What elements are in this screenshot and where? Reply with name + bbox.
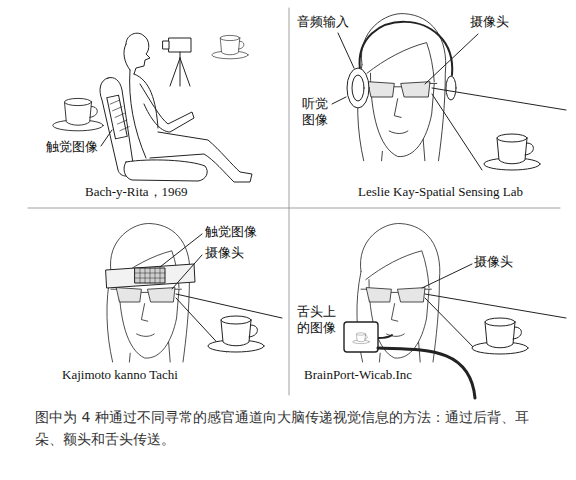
label: 触觉图像 — [46, 139, 98, 155]
headphone-cup — [446, 76, 456, 100]
headphone-band — [360, 22, 453, 75]
label: 摄像头 — [205, 245, 244, 261]
label: 音频输入 — [297, 14, 349, 30]
panel-title: BrainPort-Wicab.Inc — [304, 367, 412, 383]
panel-title: Kajimoto kanno Tachi — [62, 367, 178, 383]
caption: 图中为 4 种通过不同寻常的感官通道向大脑传递视觉信息的方法：通过后背、耳朵、额… — [35, 406, 550, 450]
leader-line — [101, 130, 112, 146]
panel-divider — [289, 8, 290, 395]
panel-title: Leslie Kay-Spatial Sensing Lab — [358, 184, 523, 200]
chair-figure — [100, 33, 252, 182]
panel-title: Bach-y-Rita，1969 — [85, 184, 188, 200]
cup-drawing — [472, 318, 528, 354]
tongue-wire — [378, 335, 392, 338]
label: 舌头上 的图像 — [297, 304, 339, 336]
view-line — [176, 294, 282, 318]
person-head — [124, 44, 130, 70]
view-line — [432, 94, 482, 170]
leader-line — [172, 255, 202, 289]
face-drawing — [107, 223, 190, 362]
chair-seat — [124, 160, 207, 181]
tactile-pad — [107, 95, 127, 139]
view-line — [432, 88, 566, 110]
person-chest — [134, 74, 158, 128]
label: 摄像头 — [470, 14, 509, 30]
tongue-display — [344, 322, 378, 352]
leader-line — [425, 34, 478, 84]
cup-drawing — [208, 316, 264, 352]
camera-body — [169, 38, 191, 52]
leader-line — [422, 264, 472, 288]
person-back — [130, 70, 146, 158]
camera-lens — [163, 41, 169, 49]
headphone-cup — [347, 68, 369, 108]
tactile-display — [135, 268, 165, 283]
person-leg — [150, 132, 252, 182]
panel-divider — [28, 208, 560, 209]
person-head — [126, 33, 150, 74]
tripod — [170, 52, 190, 86]
person-arm — [140, 84, 194, 132]
cup-drawing — [53, 98, 103, 130]
label: 听觉 图像 — [302, 96, 331, 128]
cup-drawing — [212, 35, 248, 58]
tactile-grid — [110, 99, 130, 131]
label: 触觉图像 — [205, 224, 257, 240]
leader-line — [332, 97, 346, 104]
leader-line — [338, 33, 354, 68]
view-line — [425, 298, 478, 352]
headphone-cup — [352, 75, 364, 101]
view-line — [425, 294, 566, 318]
headband — [106, 264, 195, 288]
label: 摄像头 — [474, 254, 513, 270]
tactile-grid — [135, 268, 165, 283]
cup-drawing — [484, 134, 540, 170]
cup-image — [353, 333, 370, 344]
